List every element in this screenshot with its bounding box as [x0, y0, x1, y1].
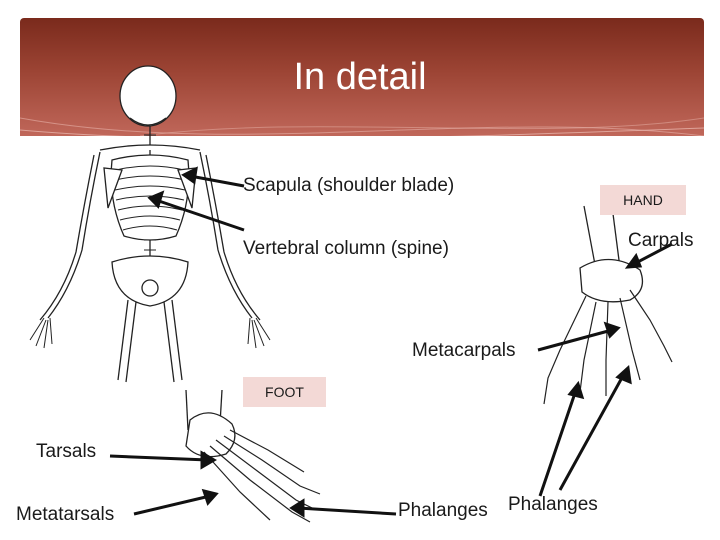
hand-box-label: HAND — [600, 185, 686, 215]
label-metacarpals: Metacarpals — [412, 340, 516, 361]
label-vertebral-column: Vertebral column (spine) — [243, 238, 449, 259]
label-metatarsals: Metatarsals — [16, 504, 115, 525]
foot-illustration — [185, 389, 321, 523]
label-phalanges-hand: Phalanges — [508, 494, 598, 515]
foot-box-label: FOOT — [243, 377, 326, 407]
slide-title: In detail — [293, 56, 427, 98]
pointer-arrows — [109, 166, 673, 518]
label-phalanges-foot: Phalanges — [398, 500, 488, 521]
skeleton-illustration — [29, 65, 271, 383]
label-scapula: Scapula (shoulder blade) — [243, 175, 455, 196]
banner-swoosh-decoration — [20, 117, 704, 136]
hand-illustration — [543, 205, 673, 405]
label-carpals: Carpals — [628, 230, 694, 251]
label-tarsals: Tarsals — [36, 441, 97, 462]
